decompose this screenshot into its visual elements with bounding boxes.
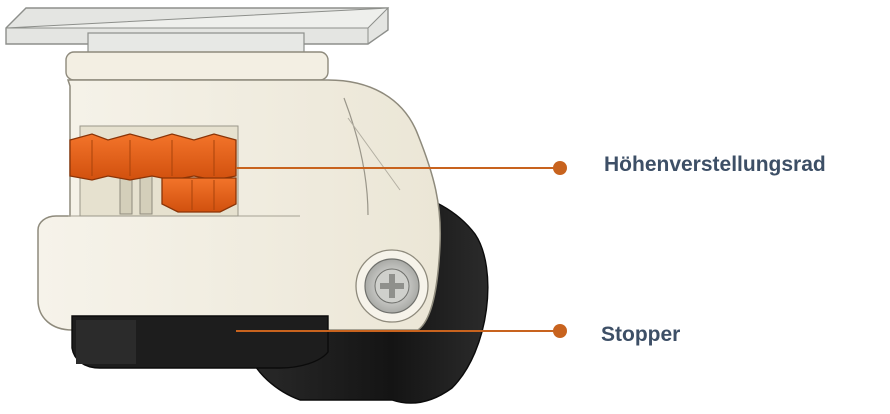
- top-mounting-plate: [5, 7, 390, 55]
- stopper-pad: [71, 315, 329, 369]
- height-adjustment-wheel: [69, 133, 237, 213]
- stopper-label: Stopper: [601, 323, 681, 346]
- leader-line-height-wheel: [236, 161, 567, 175]
- height-wheel-label: Höhenverstellungsrad: [604, 153, 826, 176]
- axle-bolt: [355, 249, 429, 323]
- leader-line-stopper: [236, 324, 567, 338]
- upper-collar: [65, 51, 329, 81]
